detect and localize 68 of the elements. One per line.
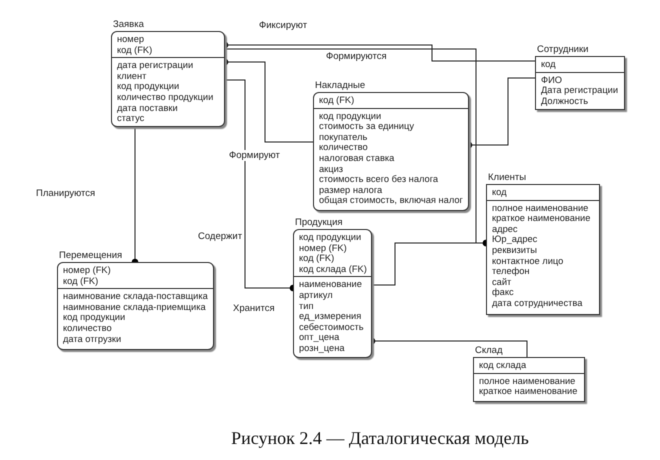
attribute: размер налога — [319, 184, 384, 196]
attribute: наименование — [299, 279, 363, 290]
entity-name: Склад — [475, 345, 502, 356]
entity-name: Продукция — [295, 217, 343, 228]
entity-name: Накладные — [315, 80, 366, 91]
attribute: код продукции — [319, 110, 382, 122]
attribute: себестоимость — [299, 322, 365, 332]
key-attribute: код (FK) — [299, 253, 336, 264]
entity-name: Перемещения — [59, 250, 122, 261]
relationship-label: Хранится — [232, 303, 276, 314]
attribute: дата сотрудничества — [492, 298, 584, 309]
attribute: краткое наименование — [492, 213, 592, 224]
attribute: реквизиты — [492, 244, 538, 256]
attribute: статус — [117, 113, 146, 124]
attribute: клиент — [117, 70, 148, 82]
attribute: артикул — [299, 290, 334, 301]
attribute: контактное лицо — [492, 256, 564, 266]
attribute: налоговая ставка — [319, 152, 396, 164]
attribute: количество — [63, 322, 113, 334]
attribute: Юр_адрес — [492, 234, 538, 245]
attribute: код продукции — [63, 312, 126, 323]
attribute: ФИО — [541, 74, 563, 86]
attribute: ед_измерения — [299, 311, 362, 322]
entity-name: Сотрудники — [537, 44, 588, 55]
attribute: дата поставки — [117, 102, 179, 114]
key-attribute: номер — [117, 34, 146, 45]
key-attribute: код (FK) — [63, 276, 100, 286]
key-attribute: код продукции — [299, 232, 362, 243]
key-attribute: код — [492, 187, 508, 198]
edge-label: Формируются — [325, 51, 388, 62]
key-attribute: код — [541, 59, 557, 70]
attribute: факс — [492, 287, 515, 298]
attribute: стоимость всего без налога — [319, 174, 440, 185]
attribute: количество — [319, 142, 369, 153]
attribute: краткое наименование — [479, 386, 578, 397]
attribute: телефон — [492, 266, 531, 277]
figure-caption: Рисунок 2.4 — Даталогическая модель — [231, 428, 529, 448]
key-attribute: код склада (FK) — [299, 264, 366, 274]
attribute: код продукции — [117, 81, 180, 92]
attribute: полное наименование — [492, 202, 590, 214]
attribute: опт_цена — [299, 332, 340, 343]
attribute: дата отгрузки — [63, 334, 122, 344]
edge-label: Содержит — [197, 231, 244, 242]
attribute: дата регистрации — [117, 60, 194, 71]
attribute: адрес — [492, 224, 519, 234]
key-attribute: код склада — [479, 360, 528, 371]
attribute: стоимость за единицу — [319, 121, 415, 132]
key-attribute: номер (FK) — [63, 265, 112, 276]
attribute: наимнование склада-поставщика — [63, 291, 208, 302]
edge-label: Формируют — [228, 150, 281, 161]
attribute: количество продукции — [117, 92, 214, 103]
attribute: тип — [299, 300, 314, 312]
attribute: сайт — [492, 276, 512, 288]
key-attribute: номер (FK) — [299, 242, 348, 254]
attribute: акциз — [319, 164, 344, 174]
attribute: розн_цена — [299, 342, 346, 354]
entity-name: Заявка — [113, 19, 144, 30]
attribute: наимнование склада-приемщика — [63, 302, 207, 312]
attribute: общая стоимость, включая налог — [319, 195, 463, 206]
key-attribute: код (FK) — [319, 95, 356, 106]
entity-name: Клиенты — [488, 172, 526, 183]
key-attribute: код (FK) — [117, 44, 154, 56]
edge-label: Планируются — [35, 188, 96, 199]
edge-label: Фиксируют — [258, 20, 308, 31]
attribute: Должность — [541, 96, 590, 106]
attribute: покупатель — [319, 132, 368, 142]
attribute: Дата регистрации — [541, 85, 619, 96]
attribute: полное наименование — [479, 376, 576, 386]
